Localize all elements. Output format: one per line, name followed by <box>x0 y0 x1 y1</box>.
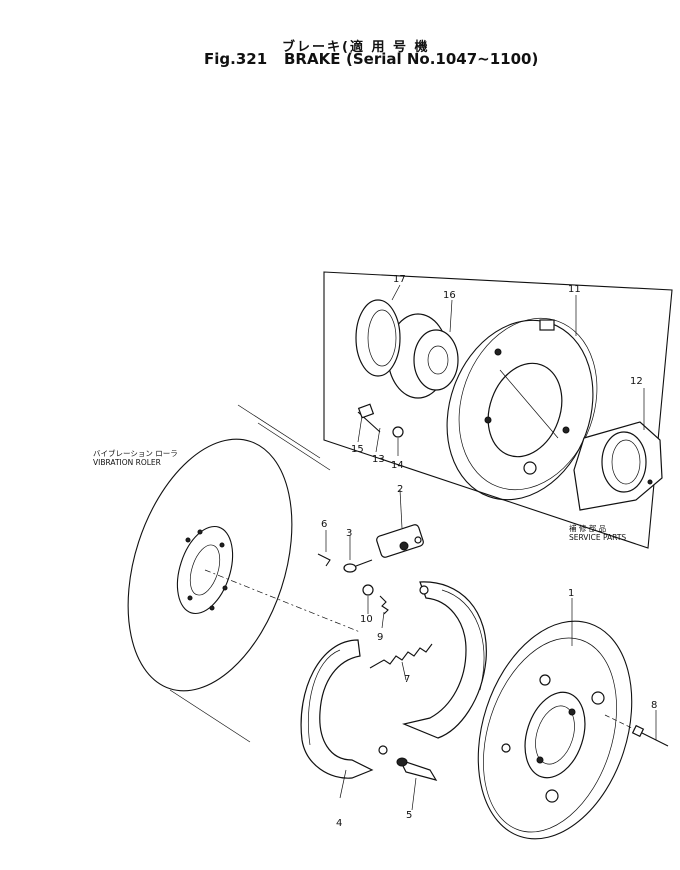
bolt <box>631 724 669 747</box>
callout-9: 9 <box>377 632 383 643</box>
caption-roller-en: VIBRATION ROLER <box>93 458 161 467</box>
callout-13: 13 <box>372 454 385 465</box>
callout-17: 17 <box>393 274 406 285</box>
callout-10: 10 <box>360 614 373 625</box>
caption-service-en: SERVICE PARTS <box>569 533 626 542</box>
ring-17 <box>355 299 401 377</box>
callout-4: 4 <box>336 818 342 829</box>
vibration-roller-drum <box>127 404 361 743</box>
callout-8: 8 <box>651 700 657 711</box>
serial-range: (Serial No.1047~1100) <box>346 50 539 68</box>
brake-shoe-left <box>300 639 388 779</box>
adjuster <box>396 757 438 781</box>
brake-drum-assy <box>446 317 598 501</box>
callout-14: 14 <box>391 460 404 471</box>
backing-plate <box>477 620 641 840</box>
hub-adapter <box>573 421 663 511</box>
washer-10 <box>362 584 374 596</box>
callout-12: 12 <box>630 376 643 387</box>
brake-shoe-right <box>402 581 487 739</box>
bleeder-screw <box>343 559 373 573</box>
callout-6: 6 <box>321 519 327 530</box>
callout-16: 16 <box>443 290 456 301</box>
callout-2: 2 <box>397 484 403 495</box>
bolt-15 <box>357 403 381 433</box>
figure-number: Fig.321 <box>204 50 268 68</box>
callout-3: 3 <box>346 528 352 539</box>
caption-service-jp: 補 修 部 品 <box>569 523 606 533</box>
callout-15: 15 <box>351 444 364 455</box>
caption-roller-jp: バイブレーション ローラ <box>93 448 178 458</box>
title-english: BRAKE <box>284 50 341 68</box>
title-japanese: ブレーキ(適 用 号 機 <box>282 40 430 55</box>
callout-5: 5 <box>406 810 412 821</box>
callout-7: 7 <box>404 674 410 685</box>
seal-16 <box>387 313 459 399</box>
callout-11: 11 <box>568 284 581 295</box>
return-spring <box>369 643 433 669</box>
service-parts-frame <box>323 271 673 549</box>
callout-1: 1 <box>568 588 574 599</box>
leader-lines <box>325 284 657 811</box>
adjuster-spring <box>379 595 389 615</box>
washer-14 <box>392 426 404 438</box>
boot <box>317 553 331 567</box>
wheel-cylinder <box>376 524 424 558</box>
